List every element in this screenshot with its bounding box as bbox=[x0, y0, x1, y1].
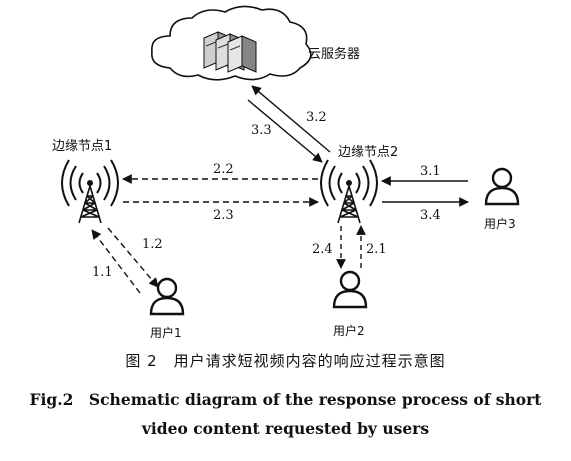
arrow-1-1 bbox=[91, 229, 141, 294]
edge-node-2-tower-icon bbox=[320, 159, 378, 224]
cloud-server-label: 云服务器 bbox=[308, 46, 360, 62]
step-label-2-1: 2.1 bbox=[366, 242, 387, 257]
step-label-1-2: 1.2 bbox=[142, 237, 163, 252]
user-1-label: 用户1 bbox=[150, 325, 182, 340]
user-3-label: 用户3 bbox=[484, 216, 516, 231]
edge-node-1-tower-icon bbox=[61, 159, 119, 224]
step-label-2-2: 2.2 bbox=[213, 162, 234, 177]
user-2-label: 用户2 bbox=[333, 323, 365, 338]
user-2-icon bbox=[332, 270, 368, 309]
cloud-server bbox=[151, 5, 312, 81]
figure-caption-chinese: 图 2 用户请求短视频内容的响应过程示意图 bbox=[125, 352, 446, 370]
step-label-3-4: 3.4 bbox=[420, 208, 441, 223]
edge-node-1-label: 边缘节点1 bbox=[52, 139, 112, 154]
figure-caption-english: Fig.2 Schematic diagram of the response … bbox=[29, 390, 542, 438]
response-process-diagram: 云服务器 3.2 3.3 边缘节点1 边缘节点2 2.2 2.3 3.1 3.4… bbox=[52, 5, 520, 340]
step-label-3-1: 3.1 bbox=[420, 164, 441, 179]
step-label-1-1: 1.1 bbox=[92, 265, 113, 280]
step-label-3-2: 3.2 bbox=[306, 110, 327, 125]
arrow-1-2 bbox=[107, 227, 159, 288]
step-label-2-3: 2.3 bbox=[213, 208, 234, 223]
step-label-2-4: 2.4 bbox=[312, 242, 333, 257]
step-label-3-3: 3.3 bbox=[251, 123, 272, 138]
arrow-3-3 bbox=[247, 99, 323, 163]
server-rack-icon bbox=[203, 31, 257, 73]
user-3-icon bbox=[484, 167, 520, 206]
arrow-3-2 bbox=[251, 85, 331, 153]
edge-node-2-label: 边缘节点2 bbox=[338, 145, 398, 160]
